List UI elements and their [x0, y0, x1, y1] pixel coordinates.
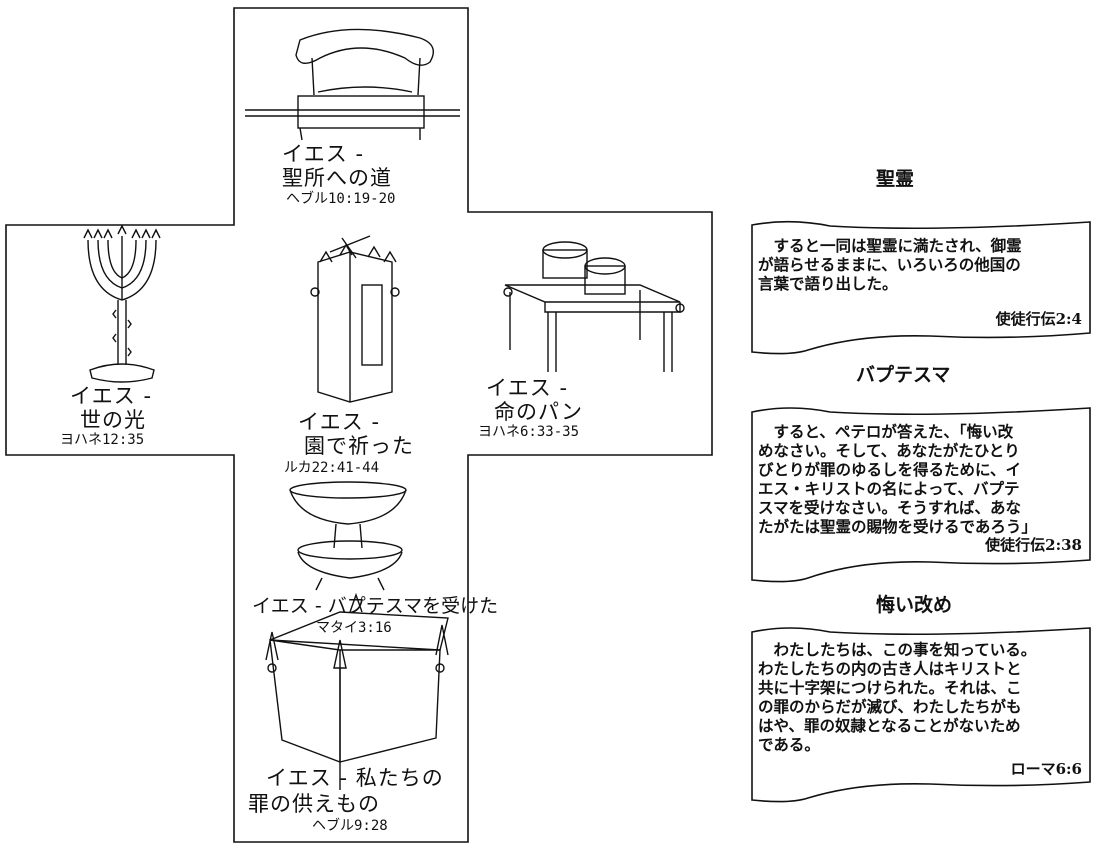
scroll-3-line: わたしたちは、この事を知っている。: [758, 640, 1037, 659]
scroll-2-line: エス・キリストの名によって、バプテ: [758, 479, 1020, 498]
scroll-3-line: である。: [758, 735, 820, 754]
lampstand-label-2: 世の光: [80, 408, 146, 432]
scroll-3-line: わたしたちの内の古き人はキリストと: [758, 659, 1022, 678]
altar-ref: ルカ22:41-44: [284, 460, 380, 476]
scroll-2-line: びとりが罪のゆるしを得るために、イ: [758, 460, 1022, 479]
altar-label-1: イエス -: [298, 410, 381, 434]
lampstand-illustration: [83, 224, 161, 383]
scroll-3-line: 共に十字架につけられた。それは、こ: [758, 678, 1022, 697]
bread-label-2: 命のパン: [494, 400, 584, 424]
altar-label-2: 園で祈った: [304, 434, 414, 458]
bread-label-1: イエス -: [486, 376, 569, 400]
lampstand-label-1: イエス -: [70, 384, 153, 408]
laver-label: イエス - バプテスマを受けた: [252, 595, 499, 617]
scroll-frame-3: [751, 627, 1091, 803]
sacrifice-altar-illustration: [265, 592, 449, 790]
scroll-ref-1: 使徒行伝2:4: [995, 310, 1082, 328]
scroll-3-line: はや、罪の奴隷となることがないため: [758, 716, 1021, 735]
altar-illustration: [310, 235, 400, 403]
scroll-frame-2: [751, 407, 1091, 583]
scroll-2-line: めなさい。そして、あなたがたひとり: [758, 441, 1020, 460]
cross-outline: [5, 7, 713, 843]
scroll-ref-2: 使徒行伝2:38: [985, 536, 1082, 554]
veil-label-1: イエス -: [282, 142, 365, 166]
sacrifice-label-1: イエス - 私たちの: [266, 766, 444, 790]
scroll-2-line: たがたは聖霊の賜物を受けるであろう」: [758, 517, 1037, 536]
scroll-text-3: わたしたちは、この事を知っている。 わたしたちの内の古き人はキリストと 共に十字…: [758, 640, 1088, 754]
laver-illustration: [289, 481, 407, 591]
heading-baptism: バプテスマ: [856, 364, 951, 386]
scroll-text-2: すると、ペテロが答えた、「悔い改 めなさい。そして、あなたがたひとり びとりが罪…: [758, 422, 1088, 536]
scroll-2-line: すると、ペテロが答えた、「悔い改: [758, 422, 1014, 441]
heading-holy-spirit: 聖霊: [876, 168, 915, 190]
lampstand-ref: ヨハネ12:35: [60, 432, 145, 448]
scroll-text-1: すると一同は聖霊に満たされ、御霊 が語らせるままに、いろいろの他国の 言葉で語り…: [758, 236, 1088, 293]
bread-ref: ヨハネ6:33-35: [478, 424, 580, 440]
scroll-3-line: の罪のからだが滅び、わたしたちがも: [758, 697, 1022, 716]
veil-label-2: 聖所への道: [282, 166, 392, 190]
laver-ref: マタイ3:16: [316, 620, 392, 636]
scroll-1-line: が語らせるままに、いろいろの他国の: [758, 255, 1021, 274]
scroll-ref-3: ローマ6:6: [1010, 760, 1082, 778]
sacrifice-label-2: 罪の供えもの: [248, 792, 380, 816]
scroll-2-line: スマを受けなさい。そうすれば、あな: [758, 498, 1022, 517]
heading-repentance: 悔い改め: [876, 594, 953, 616]
table-illustration: [503, 241, 685, 372]
ark-illustration: [245, 28, 460, 141]
sacrifice-ref: ヘブル9:28: [312, 818, 388, 834]
scroll-frame-1: [751, 220, 1091, 355]
veil-ref: ヘブル10:19-20: [286, 191, 396, 207]
scroll-1-line: すると一同は聖霊に満たされ、御霊: [758, 236, 1022, 255]
scroll-1-line: 言葉で語り出した。: [758, 274, 898, 293]
